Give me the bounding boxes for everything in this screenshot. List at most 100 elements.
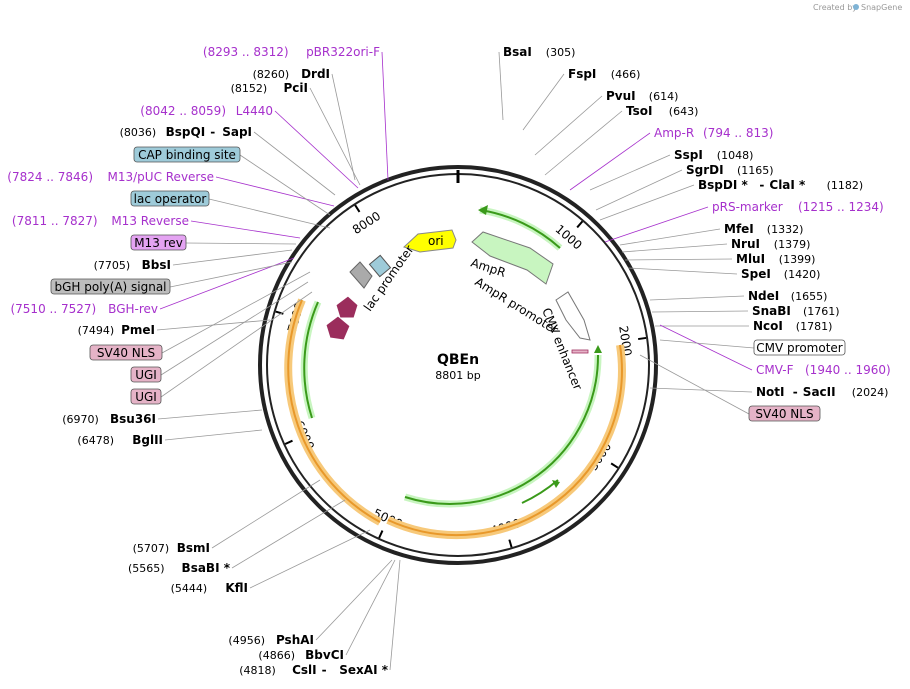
enzyme-site-label[interactable]: KflI (225, 581, 248, 595)
primer-range[interactable]: (1940 .. 1960) (805, 363, 891, 377)
enzyme-site-label[interactable]: ClaI * (769, 178, 806, 192)
enzyme-site-label[interactable]: NdeI (748, 289, 779, 303)
enzyme-site-label[interactable]: Bsu36I (110, 412, 156, 426)
enzyme-site-label[interactable]: BglII (132, 433, 163, 447)
enzyme-separator[interactable]: - (793, 385, 798, 399)
enzyme-position[interactable]: (5565) (128, 562, 165, 575)
enzyme-site-label[interactable]: PmeI (121, 323, 155, 337)
primer-range[interactable]: (7811 .. 7827) (12, 214, 98, 228)
enzyme-position[interactable]: (2024) (852, 386, 889, 399)
enzyme-position[interactable]: (1781) (796, 320, 833, 333)
enzyme-position[interactable]: (1182) (827, 179, 864, 192)
enzyme-site-label[interactable]: BspDI * (698, 178, 748, 192)
enzyme-site-label[interactable]: BbsI (142, 258, 171, 272)
enzyme-position[interactable]: (4866) (258, 649, 295, 662)
enzyme-site-label[interactable]: PciI (284, 81, 309, 95)
primer-range[interactable]: (8293 .. 8312) (203, 45, 289, 59)
primer-range[interactable]: (8042 .. 8059) (140, 104, 226, 118)
leader-line (185, 242, 297, 245)
primer-range[interactable]: (7510 .. 7527) (10, 302, 96, 316)
enzyme-site-label[interactable]: BsmI (177, 541, 210, 555)
enzyme-position[interactable]: (5707) (133, 542, 170, 555)
enzyme-position[interactable]: (1655) (791, 290, 828, 303)
feature-box[interactable]: CAP binding site (133, 146, 241, 163)
primer-label[interactable]: Amp-R (654, 126, 694, 140)
feature-box[interactable]: SV40 NLS (89, 344, 163, 361)
feature-box[interactable]: bGH poly(A) signal (50, 278, 171, 295)
enzyme-site-label[interactable]: CslI (292, 663, 317, 677)
enzyme-position[interactable]: (1332) (767, 223, 804, 236)
enzyme-site-label[interactable]: BbvCI (305, 648, 344, 662)
primer-label[interactable]: pBR322ori-F (306, 45, 380, 59)
enzyme-site-label[interactable]: NotI (756, 385, 785, 399)
enzyme-position[interactable]: (614) (649, 90, 679, 103)
primer-label[interactable]: M13/pUC Reverse (108, 170, 215, 184)
enzyme-position[interactable]: (6970) (62, 413, 99, 426)
primer-range[interactable]: (7824 .. 7846) (7, 170, 93, 184)
feature-box[interactable]: M13 rev (130, 234, 187, 251)
enzyme-position[interactable]: (466) (611, 68, 641, 81)
enzyme-position[interactable]: (6478) (77, 434, 114, 447)
enzyme-position[interactable]: (4818) (239, 664, 276, 677)
enzyme-position[interactable]: (5444) (171, 582, 208, 595)
primer-label[interactable]: pRS-marker (712, 200, 783, 214)
enzyme-site-label[interactable]: BspQI (166, 125, 206, 139)
enzyme-site-label[interactable]: PvuI (606, 89, 636, 103)
enzyme-position[interactable]: (8152) (231, 82, 268, 95)
enzyme-site-label[interactable]: SnaBI (752, 304, 791, 318)
leader-line (595, 169, 683, 211)
primer-label[interactable]: M13 Reverse (111, 214, 189, 228)
promoter-arrow-1 (335, 295, 359, 319)
enzyme-position[interactable]: (1761) (803, 305, 840, 318)
enzyme-position[interactable]: (643) (669, 105, 699, 118)
feature-box[interactable]: UGI (130, 388, 162, 405)
enzyme-position[interactable]: (8036) (120, 126, 157, 139)
enzyme-site-label[interactable]: FspI (568, 67, 596, 81)
enzyme-position[interactable]: (1379) (774, 238, 811, 251)
enzyme-separator[interactable]: - (322, 663, 327, 677)
feature-box[interactable]: UGI (130, 366, 162, 383)
primer-label[interactable]: L4440 (236, 104, 273, 118)
feature-box[interactable]: SV40 NLS (748, 405, 821, 422)
enzyme-position[interactable]: (1399) (779, 253, 816, 266)
primer-range[interactable]: (794 .. 813) (703, 126, 773, 140)
enzyme-position[interactable]: (1048) (717, 149, 754, 162)
lac-promoter-feature[interactable] (349, 254, 392, 289)
enzyme-site-label[interactable]: SexAI * (339, 663, 388, 677)
ori-feature[interactable]: ori (403, 229, 457, 253)
feature-box[interactable]: CMV promoter (753, 339, 846, 356)
ampr-feature[interactable] (471, 231, 554, 285)
cmv-enhancer-feature[interactable] (555, 291, 591, 341)
feature-box-label: M13 rev (134, 236, 183, 250)
enzyme-site-label[interactable]: TsoI (626, 104, 652, 118)
enzyme-site-label[interactable]: SpeI (741, 267, 771, 281)
enzyme-site-label[interactable]: BsaI (503, 45, 532, 59)
leader-line (522, 73, 565, 131)
snapgene-logo-icon (853, 4, 859, 10)
enzyme-position[interactable]: (305) (546, 46, 576, 59)
enzyme-separator[interactable]: - (210, 125, 215, 139)
enzyme-site-label[interactable]: NruI (731, 237, 760, 251)
enzyme-site-label[interactable]: SacII (803, 385, 836, 399)
enzyme-position[interactable]: (4956) (228, 634, 265, 647)
enzyme-position[interactable]: (7494) (78, 324, 115, 337)
enzyme-site-label[interactable]: SapI (222, 125, 252, 139)
enzyme-site-label[interactable]: DrdI (301, 67, 330, 81)
enzyme-position[interactable]: (1165) (737, 164, 774, 177)
enzyme-site-label[interactable]: MluI (736, 252, 765, 266)
primer-range[interactable]: (1215 .. 1234) (798, 200, 884, 214)
enzyme-position[interactable]: (7705) (94, 259, 131, 272)
primer-label[interactable]: BGH-rev (108, 302, 158, 316)
enzyme-separator[interactable]: - (759, 178, 764, 192)
enzyme-site-label[interactable]: BsaBI * (182, 561, 231, 575)
primer-label[interactable]: CMV-F (756, 363, 794, 377)
feature-box[interactable]: lac operator (130, 190, 210, 207)
enzyme-site-label[interactable]: PshAI (276, 633, 314, 647)
enzyme-position[interactable]: (1420) (784, 268, 821, 281)
enzyme-position[interactable]: (8260) (253, 68, 290, 81)
enzyme-site-label[interactable]: SspI (674, 148, 703, 162)
enzyme-site-label[interactable]: SgrDI (686, 163, 724, 177)
enzyme-site-label[interactable]: NcoI (753, 319, 783, 333)
enzyme-site-label[interactable]: MfeI (724, 222, 754, 236)
